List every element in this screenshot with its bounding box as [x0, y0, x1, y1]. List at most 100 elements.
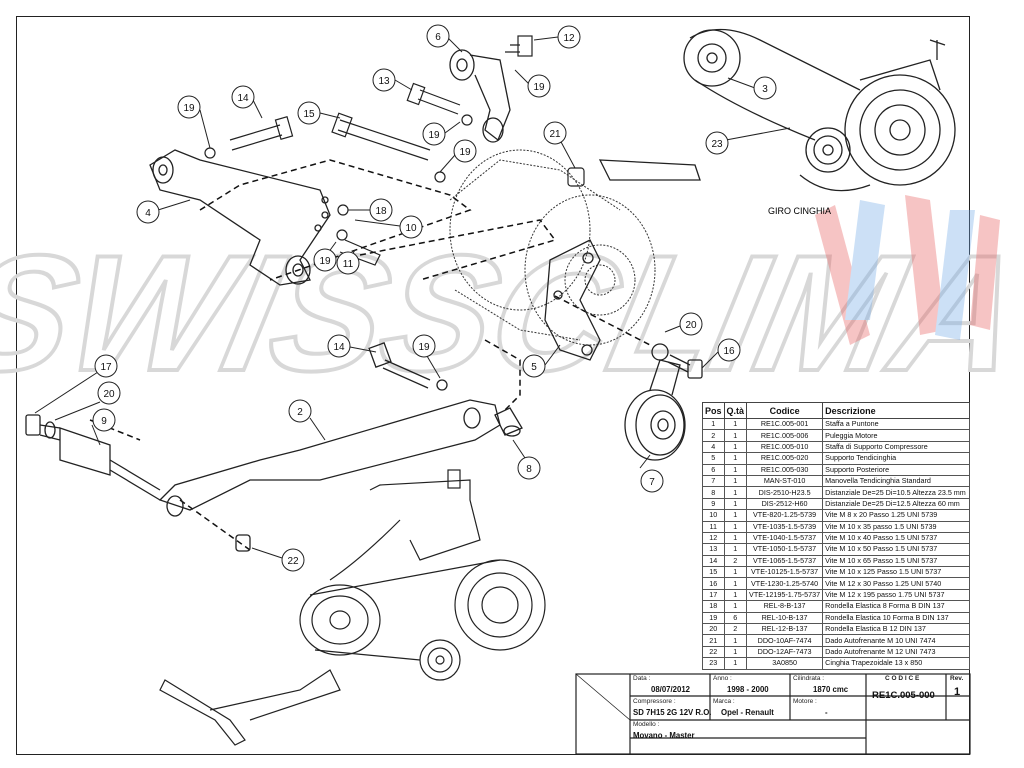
callout-14a: 14: [231, 85, 263, 119]
part-code: VTE-1035-1.5-5739: [746, 520, 824, 533]
part-pos: 4: [702, 440, 725, 454]
svg-text:7: 7: [649, 477, 655, 488]
callout-20b: 20: [54, 381, 121, 421]
part-pos: 13: [702, 543, 725, 556]
callout-12: 12: [533, 25, 581, 49]
svg-text:6: 6: [435, 32, 441, 43]
callout-19f: 19: [412, 334, 441, 379]
part-code: VTE-1065-1.5-5737: [746, 554, 824, 568]
svg-text:10: 10: [405, 223, 417, 234]
belt-routing-label: GIRO CINGHIA: [768, 206, 831, 216]
part-qty: 2: [723, 554, 748, 568]
part-code: RE1C.005-001: [746, 417, 824, 431]
brand-field: Marca :Opel - Renault: [713, 698, 774, 717]
callout-22: 22: [251, 547, 305, 572]
callout-10: 10: [354, 215, 423, 239]
callout-11: 11: [336, 249, 360, 275]
part-pos: 20: [702, 623, 725, 636]
part-pos: 21: [702, 634, 725, 647]
part-qty: 1: [723, 588, 748, 602]
part-qty: 1: [723, 486, 748, 499]
bracket-4: [149, 149, 331, 286]
part-desc: Supporto Posteriore: [822, 463, 970, 476]
callout-3: 3: [727, 76, 777, 100]
part-qty: 1: [723, 429, 748, 442]
title-block: [575, 673, 971, 755]
part-qty: 1: [723, 463, 748, 476]
rear-support-6: [449, 49, 511, 143]
callout-5: 5: [522, 344, 561, 378]
callout-19e: 19: [313, 241, 337, 272]
part-code: RE1C.005-030: [746, 463, 824, 476]
code-value: RE1C.005-000: [872, 690, 935, 701]
part-desc: Vite M 8 x 20 Passo 1.25 UNI 5739: [822, 509, 970, 522]
part-qty: 1: [723, 577, 748, 590]
part-code: DIS-2512-H60: [746, 497, 824, 511]
callout-2: 2: [288, 399, 326, 441]
part-desc: Vite M 10 x 50 Passo 1.5 UNI 5737: [822, 543, 970, 556]
part-code: 3A0850: [746, 657, 824, 670]
part-desc: Vite M 12 x 30 Passo 1.25 UNI 5740: [822, 577, 970, 590]
part-desc: Vite M 10 x 40 Passo 1.5 UNI 5737: [822, 531, 970, 545]
part-pos: 12: [702, 531, 725, 545]
part-code: RE1C.005-010: [746, 440, 824, 454]
part-pos: 16: [702, 577, 725, 590]
part-code: MAN-ST-010: [746, 474, 824, 488]
part-desc: Manovella Tendicinghia Standard: [822, 474, 970, 488]
assembly-lines: [89, 159, 651, 551]
drawing-frame: [16, 16, 970, 755]
part-code: DDO-12AF-7473: [746, 645, 824, 659]
callout-9: 9: [91, 408, 116, 446]
svg-text:19: 19: [428, 130, 440, 141]
part-desc: Distanziale De=25 Di=12.5 Altezza 60 mm: [822, 497, 970, 511]
part-code: VTE-820-1.25-5739: [746, 509, 824, 522]
part-qty: 1: [723, 531, 748, 545]
svg-text:19: 19: [533, 82, 545, 93]
part-desc: Dado Autofrenante M 10 UNI 7474: [822, 634, 970, 647]
part-desc: Staffa a Puntone: [822, 417, 970, 431]
part-pos: 15: [702, 566, 725, 579]
part-code: VTE-1230-1.25-5740: [746, 577, 824, 590]
long-bolt-17-and-spacer-9: [25, 414, 251, 552]
compressor: [449, 149, 656, 346]
part-qty: 1: [723, 520, 748, 533]
header-code: Codice: [746, 402, 824, 419]
compressor-field: Compressore :SD 7H15 2G 12V R.O.: [633, 698, 712, 717]
tensioner-pulley-7: [624, 343, 703, 461]
bolts-upper: [204, 35, 585, 266]
part-pos: 6: [702, 463, 725, 476]
callout-13: 13: [372, 68, 413, 92]
part-qty: 1: [723, 417, 748, 431]
callout-4: 4: [136, 199, 191, 224]
svg-text:16: 16: [723, 346, 735, 357]
displacement-field: Cilindrata :1870 cmc: [793, 675, 849, 694]
svg-text:4: 4: [145, 208, 151, 219]
callout-15: 15: [297, 101, 341, 125]
part-pos: 7: [702, 474, 725, 488]
strut-bracket-2: [158, 399, 501, 517]
part-pos: 9: [702, 497, 725, 511]
svg-text:18: 18: [375, 206, 387, 217]
tensioner-support-5: [544, 239, 601, 361]
part-pos: 19: [702, 611, 725, 625]
svg-text:14: 14: [237, 93, 249, 104]
header-pos: Pos: [702, 402, 725, 419]
callout-6: 6: [426, 24, 463, 53]
part-qty: 1: [723, 566, 748, 579]
callout-23: 23: [705, 127, 791, 155]
part-code: REL-12-B-137: [746, 623, 824, 636]
svg-text:19: 19: [183, 103, 195, 114]
part-pos: 23: [702, 657, 725, 670]
part-desc: Cinghia Trapezoidale 13 x 850: [822, 657, 970, 670]
callouts: 3 23 6 12 13 19 14 15 19 19 19 21 4 18 1…: [34, 24, 791, 572]
part-code: VTE-10125-1.5-5737: [746, 566, 824, 579]
